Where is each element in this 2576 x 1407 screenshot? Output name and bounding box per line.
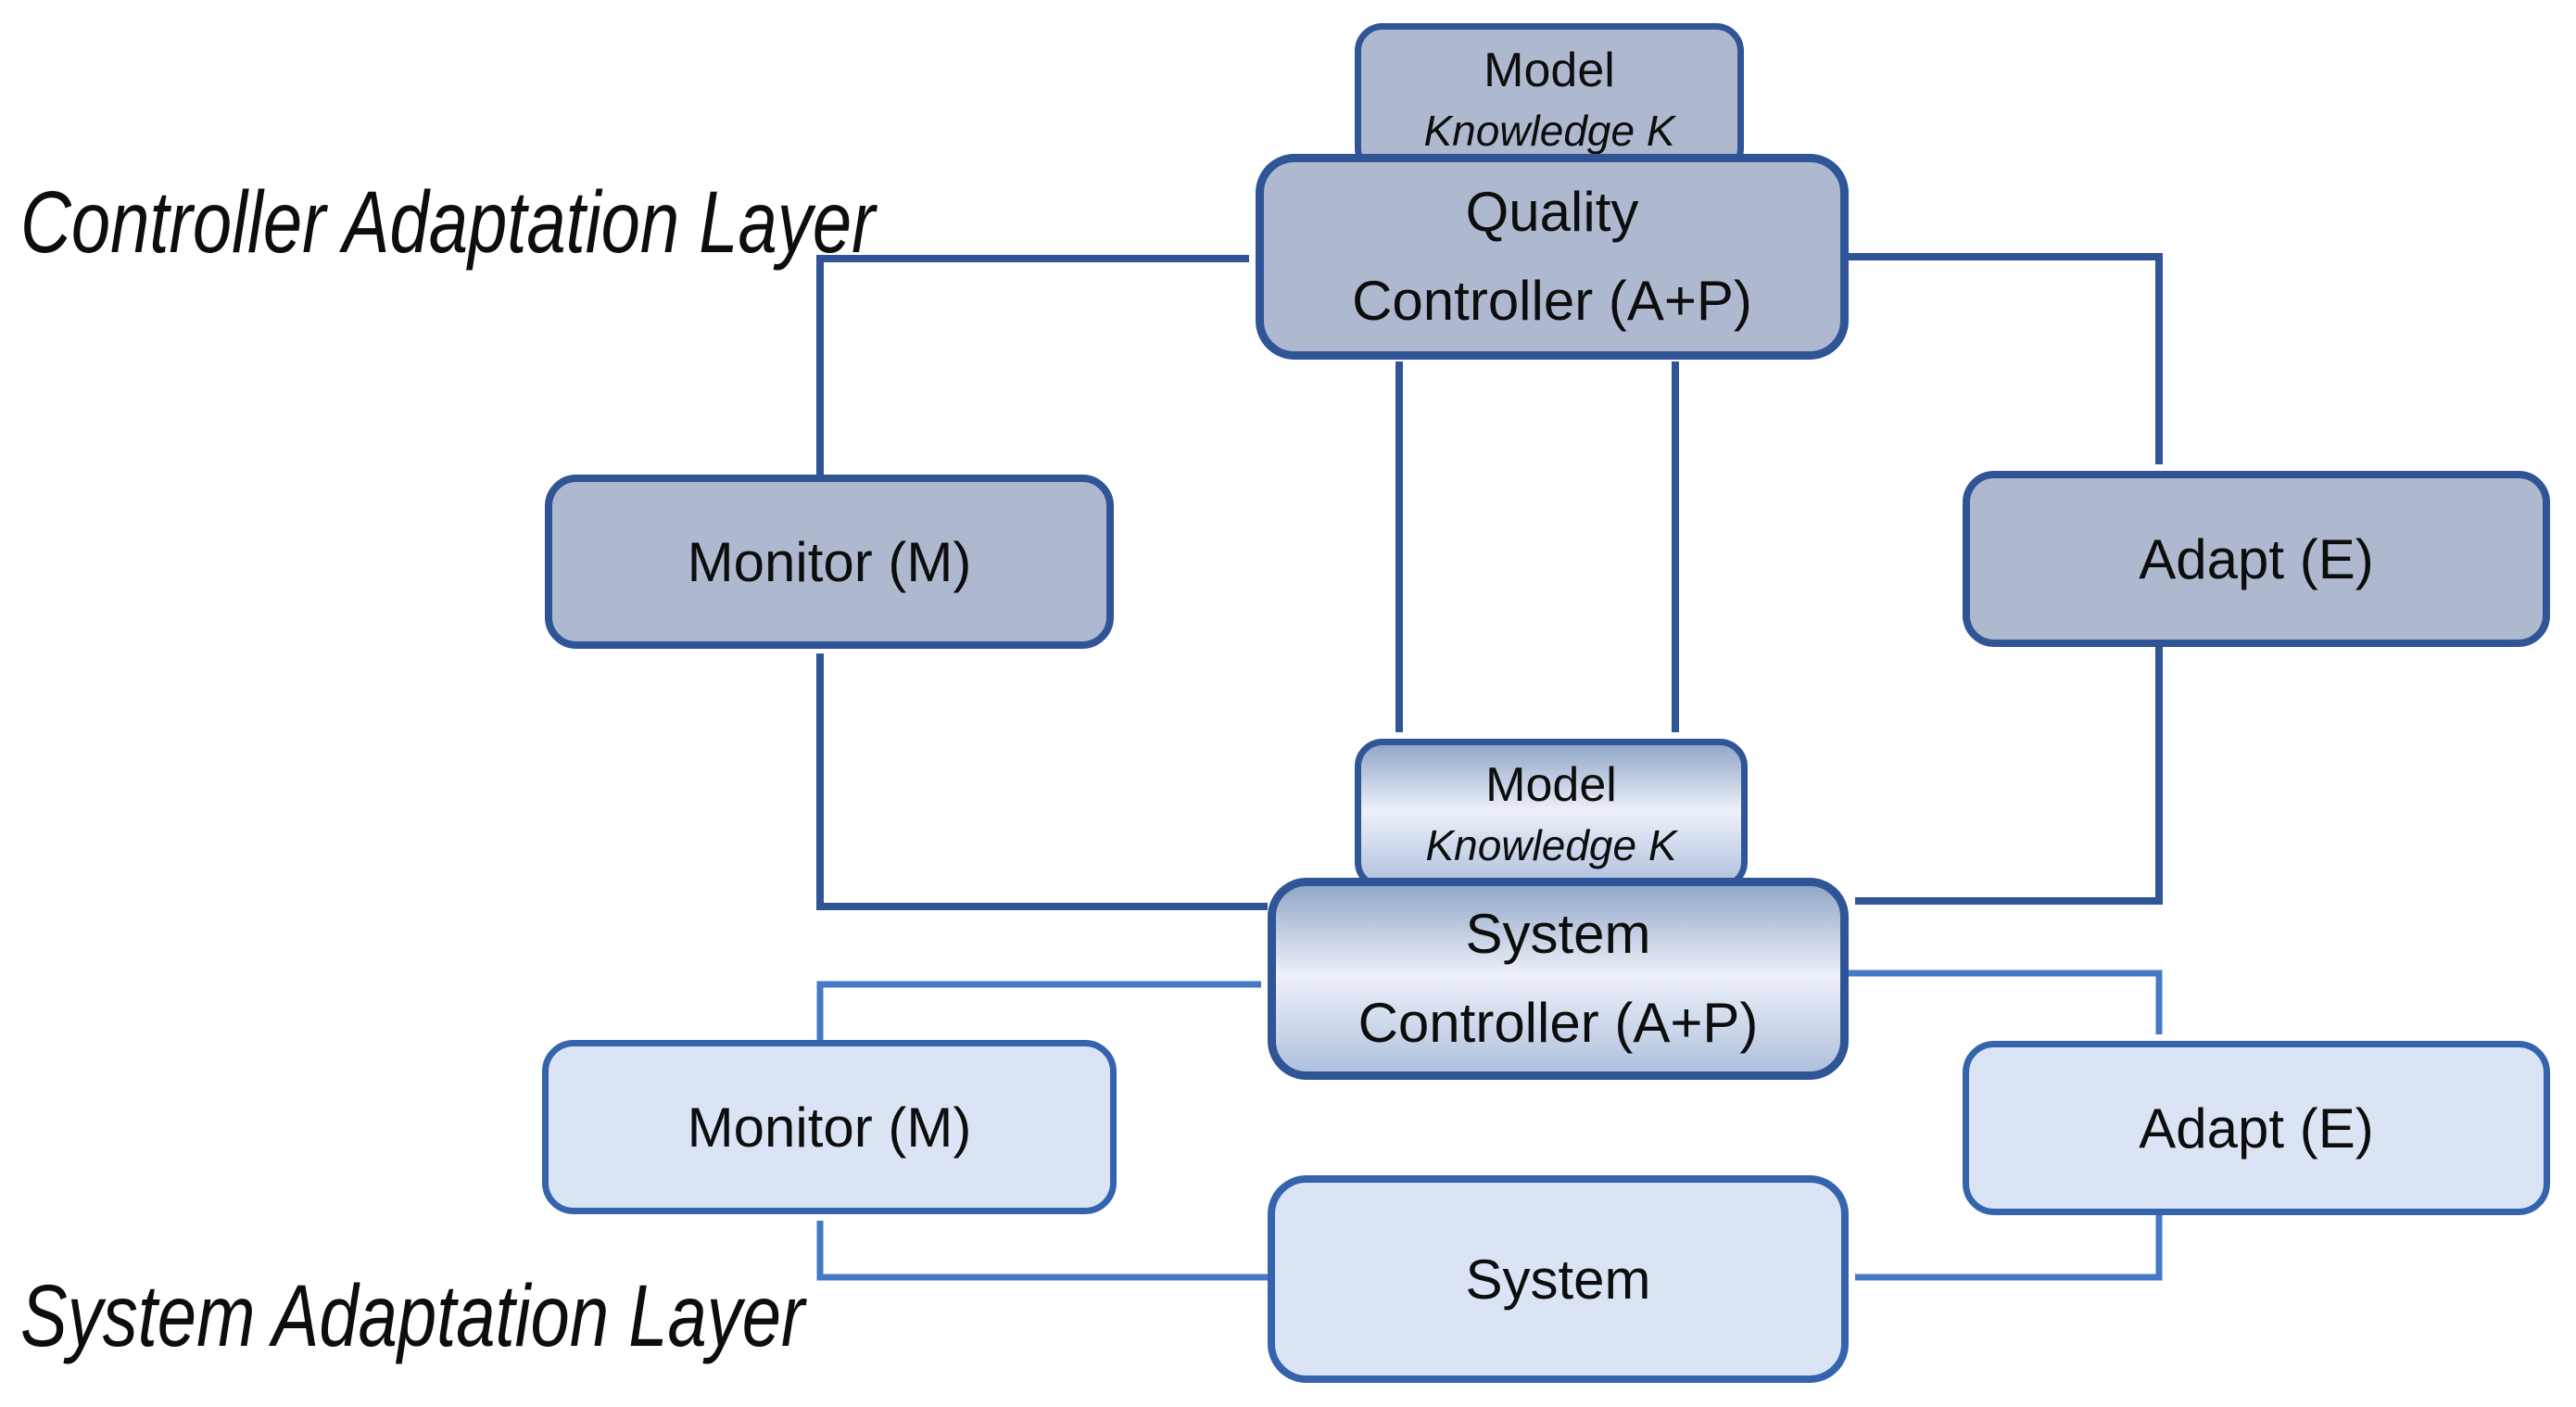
adapt-box-top: Adapt (E): [1963, 471, 2550, 647]
controller-adaptation-layer-label: Controller Adaptation Layer: [20, 173, 876, 272]
system-box: System: [1268, 1175, 1849, 1383]
arrow-adapt-top-to-system-controller: [1855, 647, 2163, 905]
system-controller-line2: Controller (A+P): [1357, 992, 1759, 1054]
system-label: System: [1465, 1248, 1651, 1311]
arrow-adapt-bottom-to-system: [1855, 1215, 2163, 1281]
adapt-bottom-label: Adapt (E): [2139, 1096, 2374, 1160]
system-adaptation-layer-label: System Adaptation Layer: [20, 1267, 805, 1365]
arrow-system-controller-to-adapt-bottom: [1849, 970, 2163, 1034]
arrow-system-controller-to-monitor-top: [816, 653, 1268, 910]
model-top-title: Model: [1484, 44, 1615, 98]
monitor-box-bottom: Monitor (M): [542, 1040, 1117, 1214]
model-knowledge-box-middle: Model Knowledge K: [1355, 739, 1748, 890]
arrow-monitor-top-to-quality-controller: [816, 255, 1249, 475]
arrow-quality-controller-to-adapt-top: [1849, 253, 2163, 464]
model-top-subtitle: Knowledge K: [1423, 106, 1675, 155]
quality-controller-line2: Controller (A+P): [1352, 270, 1752, 332]
quality-controller-box: Quality Controller (A+P): [1256, 154, 1849, 360]
system-controller-line1: System: [1465, 903, 1651, 965]
quality-controller-line1: Quality: [1465, 181, 1639, 243]
monitor-top-label: Monitor (M): [687, 530, 972, 593]
model-knowledge-box-top: Model Knowledge K: [1355, 23, 1744, 176]
arrow-monitor-bottom-to-system-controller: [816, 981, 1261, 1040]
monitor-bottom-label: Monitor (M): [687, 1096, 972, 1159]
system-controller-box: System Controller (A+P): [1268, 878, 1849, 1080]
arrow-system-to-monitor-bottom: [816, 1221, 1268, 1281]
model-middle-title: Model: [1485, 758, 1617, 813]
adapt-box-bottom: Adapt (E): [1963, 1041, 2550, 1215]
adapt-top-label: Adapt (E): [2139, 527, 2374, 590]
model-middle-subtitle: Knowledge K: [1425, 820, 1677, 869]
monitor-box-top: Monitor (M): [545, 475, 1114, 649]
